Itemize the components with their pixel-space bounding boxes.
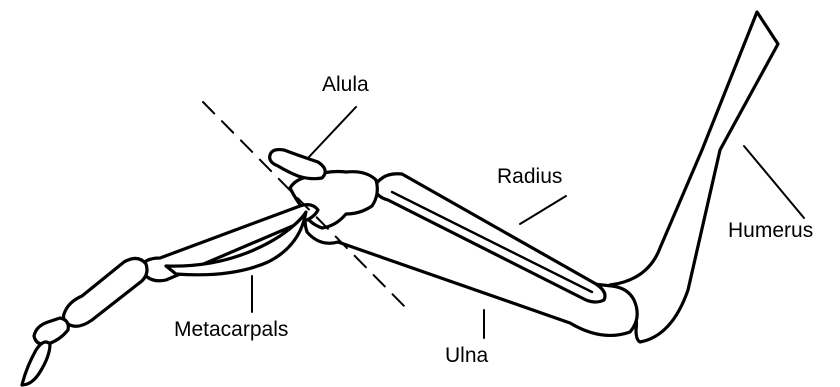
ulna-label: Ulna xyxy=(445,345,488,366)
radius-leader xyxy=(520,196,566,224)
metacarpals-label: Metacarpals xyxy=(174,319,288,340)
alula-label: Alula xyxy=(322,74,369,95)
phalanx-3 xyxy=(22,342,50,385)
phalanx-2 xyxy=(34,318,68,344)
alula-bone xyxy=(270,150,326,179)
humerus-leader xyxy=(744,146,804,218)
radius-label: Radius xyxy=(497,166,562,187)
phalanx-1 xyxy=(64,258,148,326)
humerus-label: Humerus xyxy=(728,220,813,241)
alula-leader xyxy=(308,107,356,158)
humerus-bone xyxy=(610,12,778,342)
